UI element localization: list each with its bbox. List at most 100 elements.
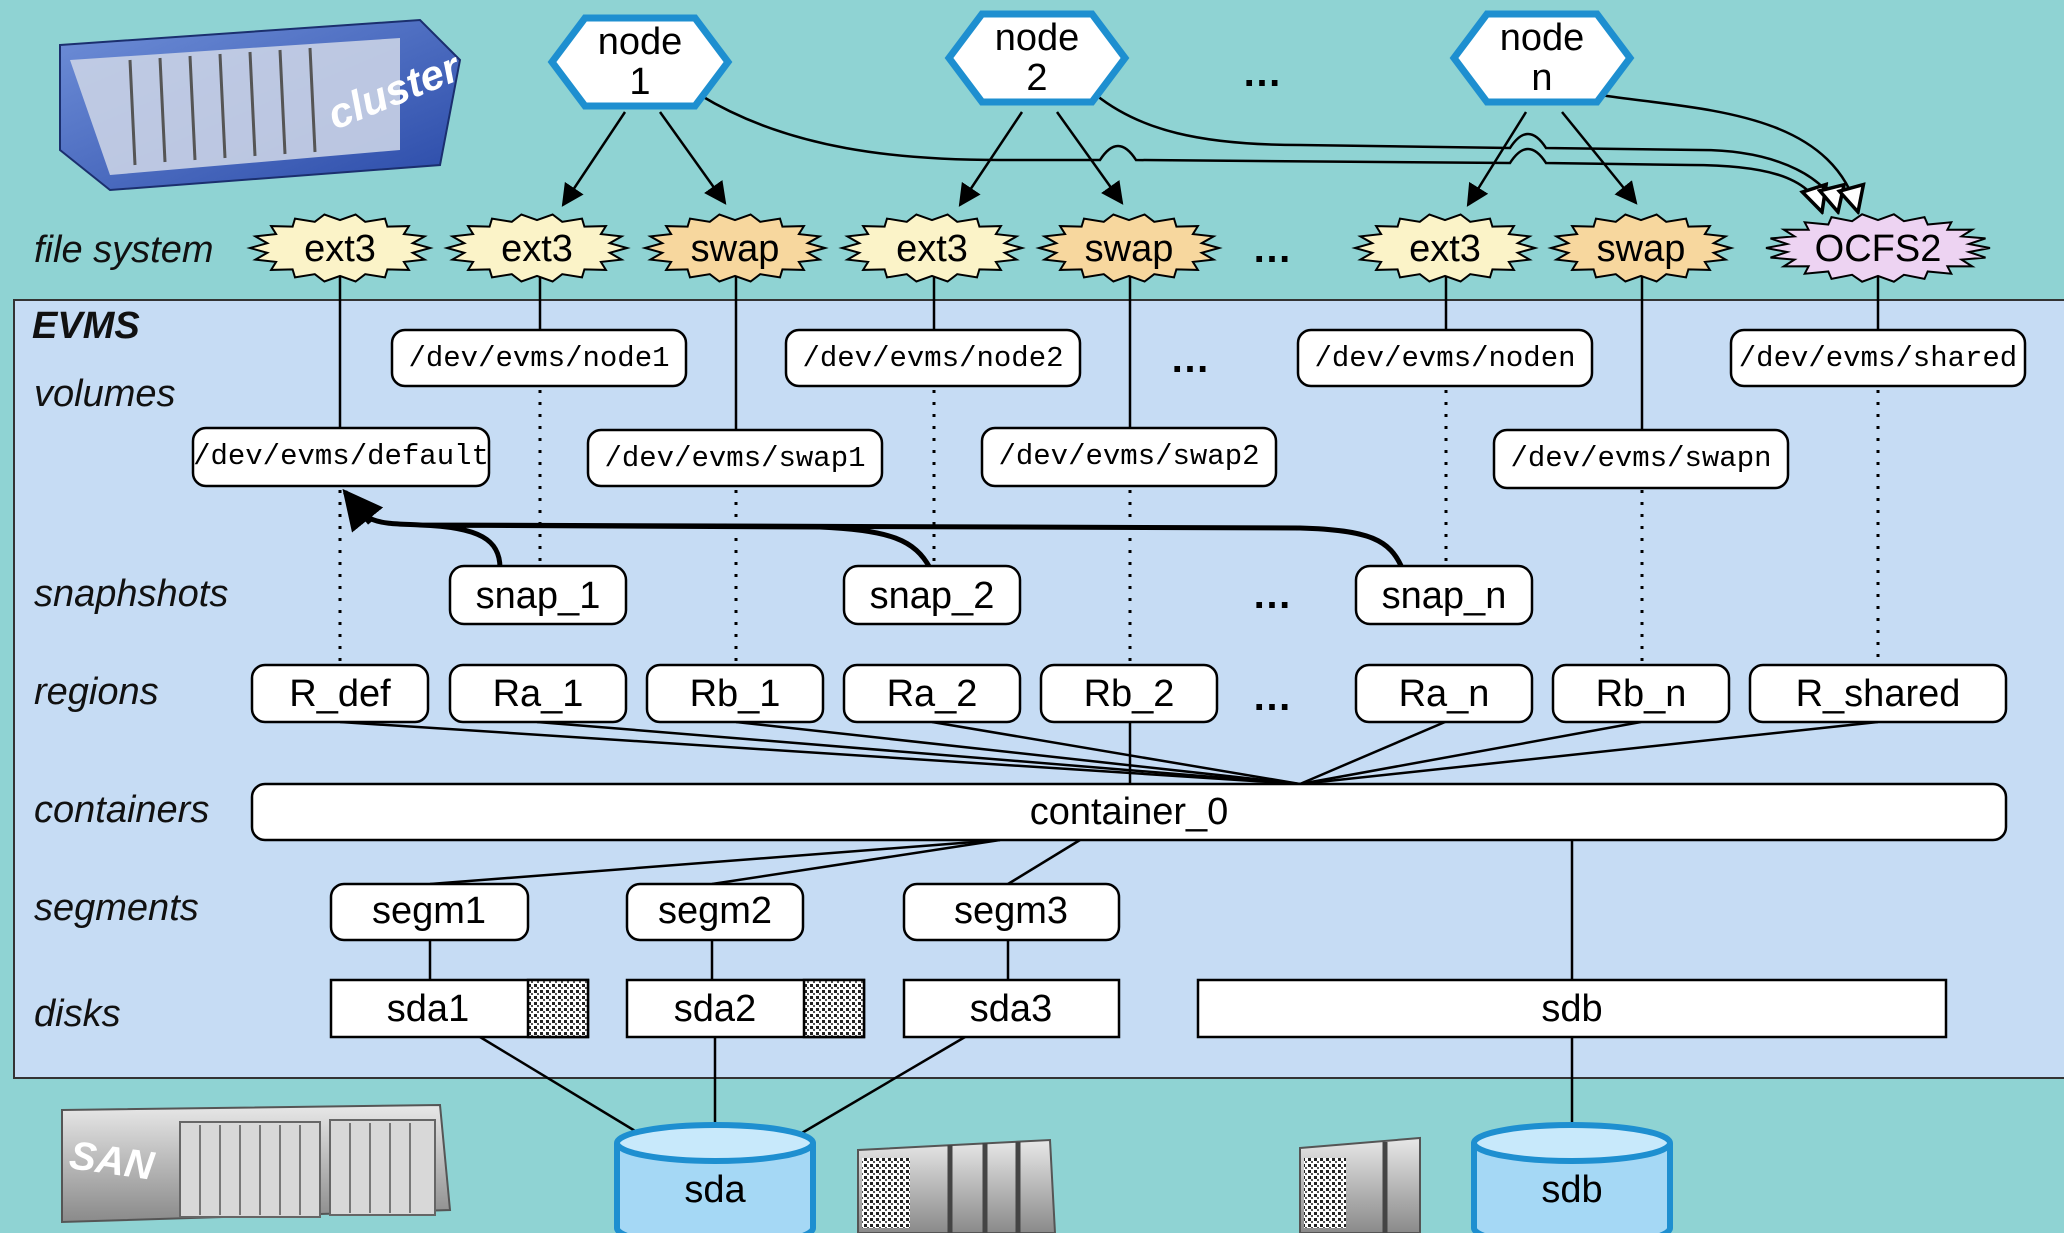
physical-disk-sdb-label: sdb bbox=[1541, 1169, 1602, 1211]
disk-sdb-label: sdb bbox=[1541, 988, 1602, 1030]
volumes-ellipsis: … bbox=[1170, 337, 1210, 381]
node-n-number: n bbox=[1531, 57, 1552, 99]
region-ra-n[interactable]: Ra_n bbox=[1356, 665, 1532, 722]
snapshot-1-label: snap_1 bbox=[476, 575, 601, 617]
segment-segm2[interactable]: segm2 bbox=[627, 884, 803, 940]
node-2-number: 2 bbox=[1026, 57, 1047, 99]
label-snapshots: snaphshots bbox=[34, 573, 228, 615]
node-2-label: node bbox=[995, 17, 1080, 59]
filesystem-label: ext3 bbox=[1409, 228, 1481, 270]
region-ra-1[interactable]: Ra_1 bbox=[450, 665, 626, 722]
label-disks: disks bbox=[34, 993, 121, 1035]
volume-node1[interactable]: /dev/evms/node1 bbox=[392, 330, 686, 386]
segment-segm3-label: segm3 bbox=[954, 890, 1068, 932]
snapshots-ellipsis: … bbox=[1252, 573, 1292, 617]
region-rb-1[interactable]: Rb_1 bbox=[647, 665, 823, 722]
filesystem-swap-5[interactable]: swap bbox=[1039, 215, 1219, 282]
region-ra-2-label: Ra_2 bbox=[887, 673, 978, 715]
filesystem-label: ext3 bbox=[896, 228, 968, 270]
snapshot-n-label: snap_n bbox=[1382, 575, 1507, 617]
snapshot-2[interactable]: snap_2 bbox=[844, 566, 1020, 624]
label-regions: regions bbox=[34, 671, 159, 713]
region-rb-n-label: Rb_n bbox=[1596, 673, 1687, 715]
volume-node2[interactable]: /dev/evms/node2 bbox=[786, 330, 1080, 386]
volume-shared[interactable]: /dev/evms/shared bbox=[1731, 330, 2025, 386]
volume-swap2[interactable]: /dev/evms/swap2 bbox=[982, 428, 1276, 486]
volume-swap1-label: /dev/evms/swap1 bbox=[604, 442, 865, 475]
filesystem-ext3-6[interactable]: ext3 bbox=[1355, 215, 1535, 282]
filesystem-label: swap bbox=[1597, 228, 1686, 270]
regions-ellipsis: … bbox=[1252, 675, 1292, 719]
label-containers: containers bbox=[34, 789, 209, 831]
segment-segm1[interactable]: segm1 bbox=[331, 884, 528, 940]
node-n[interactable]: node n bbox=[1454, 14, 1630, 102]
node-2[interactable]: node 2 bbox=[949, 14, 1125, 102]
volume-node1-label: /dev/evms/node1 bbox=[408, 342, 669, 375]
physical-disk-sda[interactable]: sda bbox=[617, 1125, 813, 1233]
disk-sda2-label: sda2 bbox=[674, 988, 756, 1030]
filesystem-ocfs2-8[interactable]: OCFS2 bbox=[1766, 214, 1990, 281]
disk-sdb[interactable]: sdb bbox=[1198, 980, 1946, 1037]
region-rb-2[interactable]: Rb_2 bbox=[1041, 665, 1217, 722]
filesystem-swap-7[interactable]: swap bbox=[1551, 215, 1731, 282]
disk-sda3-label: sda3 bbox=[970, 988, 1052, 1030]
unallocated-space bbox=[804, 980, 864, 1037]
segment-segm2-label: segm2 bbox=[658, 890, 772, 932]
disk-sda3[interactable]: sda3 bbox=[904, 980, 1119, 1037]
unallocated-space bbox=[528, 980, 588, 1037]
physical-disk-sdb[interactable]: sdb bbox=[1474, 1125, 1670, 1233]
region-r-shared-label: R_shared bbox=[1796, 673, 1961, 715]
label-volumes: volumes bbox=[34, 373, 176, 415]
filesystem-label: swap bbox=[1085, 228, 1174, 270]
label-evms: EVMS bbox=[32, 305, 140, 347]
snapshot-1[interactable]: snap_1 bbox=[450, 566, 626, 624]
region-rb-n[interactable]: Rb_n bbox=[1553, 665, 1729, 722]
disk-sda2[interactable]: sda2 bbox=[627, 980, 864, 1037]
nodes-ellipsis: … bbox=[1242, 51, 1282, 95]
volume-default[interactable]: /dev/evms/default bbox=[193, 428, 489, 486]
filesystem-ext3-1[interactable]: ext3 bbox=[250, 215, 430, 282]
segment-segm1-label: segm1 bbox=[372, 890, 486, 932]
snapshot-n[interactable]: snap_n bbox=[1356, 566, 1532, 624]
region-r-def-label: R_def bbox=[289, 673, 391, 715]
container-0-label: container_0 bbox=[1030, 791, 1229, 833]
filesystems-row: ext3 ext3 swap ext3 swap ext3 swap OCFS2 bbox=[250, 214, 1990, 281]
storage-server-icon bbox=[858, 1140, 1055, 1233]
label-file-system: file system bbox=[34, 229, 213, 271]
filesystem-ext3-4[interactable]: ext3 bbox=[842, 215, 1022, 282]
disk-sda1[interactable]: sda1 bbox=[331, 980, 588, 1037]
filesystem-swap-3[interactable]: swap bbox=[645, 215, 825, 282]
volume-node2-label: /dev/evms/node2 bbox=[802, 342, 1063, 375]
volume-noden[interactable]: /dev/evms/noden bbox=[1298, 330, 1592, 386]
region-ra-n-label: Ra_n bbox=[1399, 673, 1490, 715]
fs-ellipsis: … bbox=[1252, 227, 1292, 271]
volume-default-label: /dev/evms/default bbox=[193, 440, 489, 473]
volume-noden-label: /dev/evms/noden bbox=[1314, 342, 1575, 375]
storage-server-icon bbox=[1300, 1138, 1420, 1233]
node-1-number: 1 bbox=[629, 61, 650, 103]
snapshot-2-label: snap_2 bbox=[870, 575, 995, 617]
san-hardware-icon: SAN bbox=[62, 1105, 450, 1222]
physical-disk-sda-label: sda bbox=[684, 1169, 746, 1211]
container-0[interactable]: container_0 bbox=[252, 784, 2006, 840]
filesystem-label: OCFS2 bbox=[1815, 228, 1942, 270]
disk-sda1-label: sda1 bbox=[387, 988, 469, 1030]
volume-swap2-label: /dev/evms/swap2 bbox=[998, 440, 1259, 473]
region-rb-2-label: Rb_2 bbox=[1084, 673, 1175, 715]
filesystem-label: ext3 bbox=[304, 228, 376, 270]
node-n-label: node bbox=[1500, 17, 1585, 59]
region-ra-2[interactable]: Ra_2 bbox=[844, 665, 1020, 722]
segment-segm3[interactable]: segm3 bbox=[904, 884, 1119, 940]
node-1[interactable]: node 1 bbox=[552, 18, 728, 106]
filesystem-ext3-2[interactable]: ext3 bbox=[447, 215, 627, 282]
region-ra-1-label: Ra_1 bbox=[493, 673, 584, 715]
volume-swap1[interactable]: /dev/evms/swap1 bbox=[588, 430, 882, 486]
region-r-def[interactable]: R_def bbox=[252, 665, 428, 722]
region-rb-1-label: Rb_1 bbox=[690, 673, 781, 715]
volume-swapn[interactable]: /dev/evms/swapn bbox=[1494, 430, 1788, 488]
region-r-shared[interactable]: R_shared bbox=[1750, 665, 2006, 722]
filesystem-label: ext3 bbox=[501, 228, 573, 270]
label-segments: segments bbox=[34, 887, 199, 929]
